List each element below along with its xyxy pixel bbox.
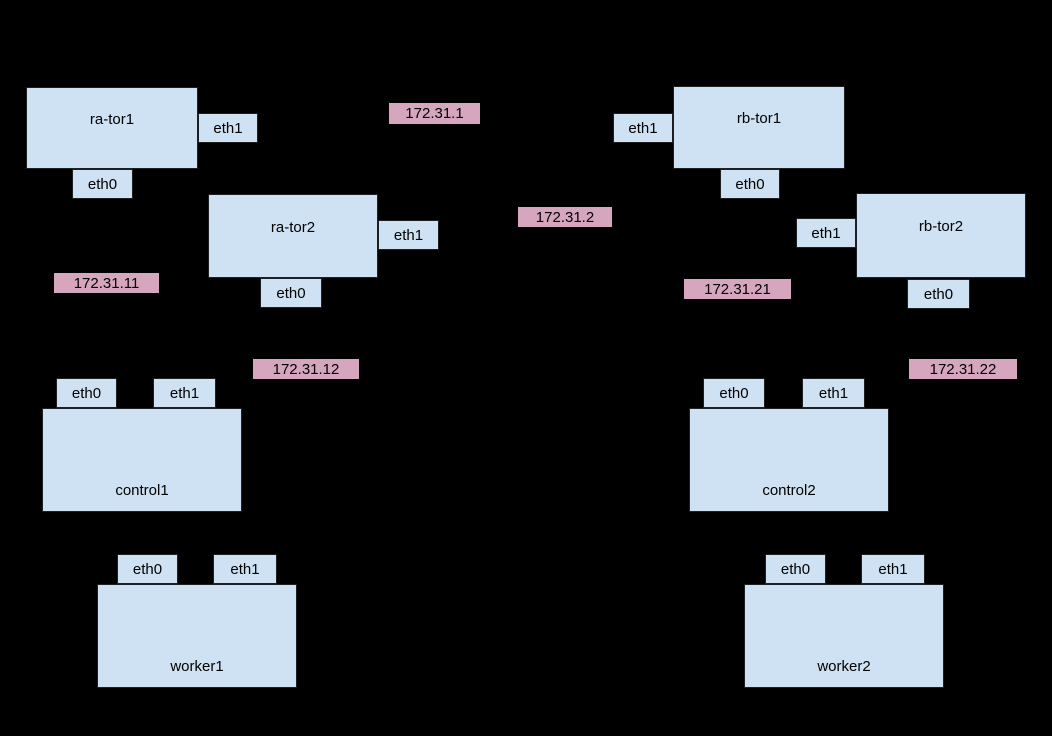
node-rb-tor2-label: rb-tor2 (918, 218, 964, 235)
port-worker1-eth0: eth0 (117, 554, 178, 584)
node-ra-tor1: ra-tor1 (26, 87, 198, 169)
port-worker2-eth0: eth0 (765, 554, 826, 584)
node-control2-label: control2 (762, 482, 816, 499)
node-control1: control1 (42, 408, 242, 512)
node-worker1-label: worker1 (170, 658, 224, 675)
port-rb-tor1-eth0: eth0 (720, 169, 780, 199)
ip-label-172-31-12: 172.31.12 (253, 359, 359, 379)
node-rb-tor2: rb-tor2 (856, 193, 1026, 278)
port-ra-tor2-eth0: eth0 (260, 278, 322, 308)
port-control2-eth0: eth0 (703, 378, 765, 408)
node-ra-tor1-label: ra-tor1 (89, 110, 135, 128)
ip-label-172-31-11: 172.31.11 (54, 273, 159, 293)
port-worker1-eth1: eth1 (213, 554, 277, 584)
port-control1-eth0: eth0 (56, 378, 117, 408)
node-worker2: worker2 (744, 584, 944, 688)
port-worker2-eth1: eth1 (861, 554, 925, 584)
ip-label-172-31-2: 172.31.2 (518, 207, 612, 227)
port-ra-tor1-eth1: eth1 (198, 113, 258, 143)
port-ra-tor1-eth0: eth0 (72, 169, 133, 199)
node-rb-tor1: rb-tor1 (673, 86, 845, 169)
node-ra-tor2-label: ra-tor2 (270, 218, 316, 236)
port-control2-eth1: eth1 (802, 378, 865, 408)
node-ra-tor2: ra-tor2 (208, 194, 378, 278)
port-control1-eth1: eth1 (153, 378, 216, 408)
port-rb-tor2-eth1: eth1 (796, 218, 856, 248)
node-worker1: worker1 (97, 584, 297, 688)
ip-label-172-31-1: 172.31.1 (389, 103, 480, 124)
node-worker2-label: worker2 (817, 658, 871, 675)
port-ra-tor2-eth1: eth1 (378, 220, 439, 250)
ip-label-172-31-22: 172.31.22 (909, 359, 1017, 379)
node-rb-tor1-label: rb-tor1 (736, 110, 782, 127)
port-rb-tor1-eth1: eth1 (613, 113, 673, 143)
node-control1-label: control1 (115, 482, 169, 499)
node-control2: control2 (689, 408, 889, 512)
ip-label-172-31-21: 172.31.21 (684, 279, 791, 299)
port-rb-tor2-eth0: eth0 (907, 279, 970, 309)
